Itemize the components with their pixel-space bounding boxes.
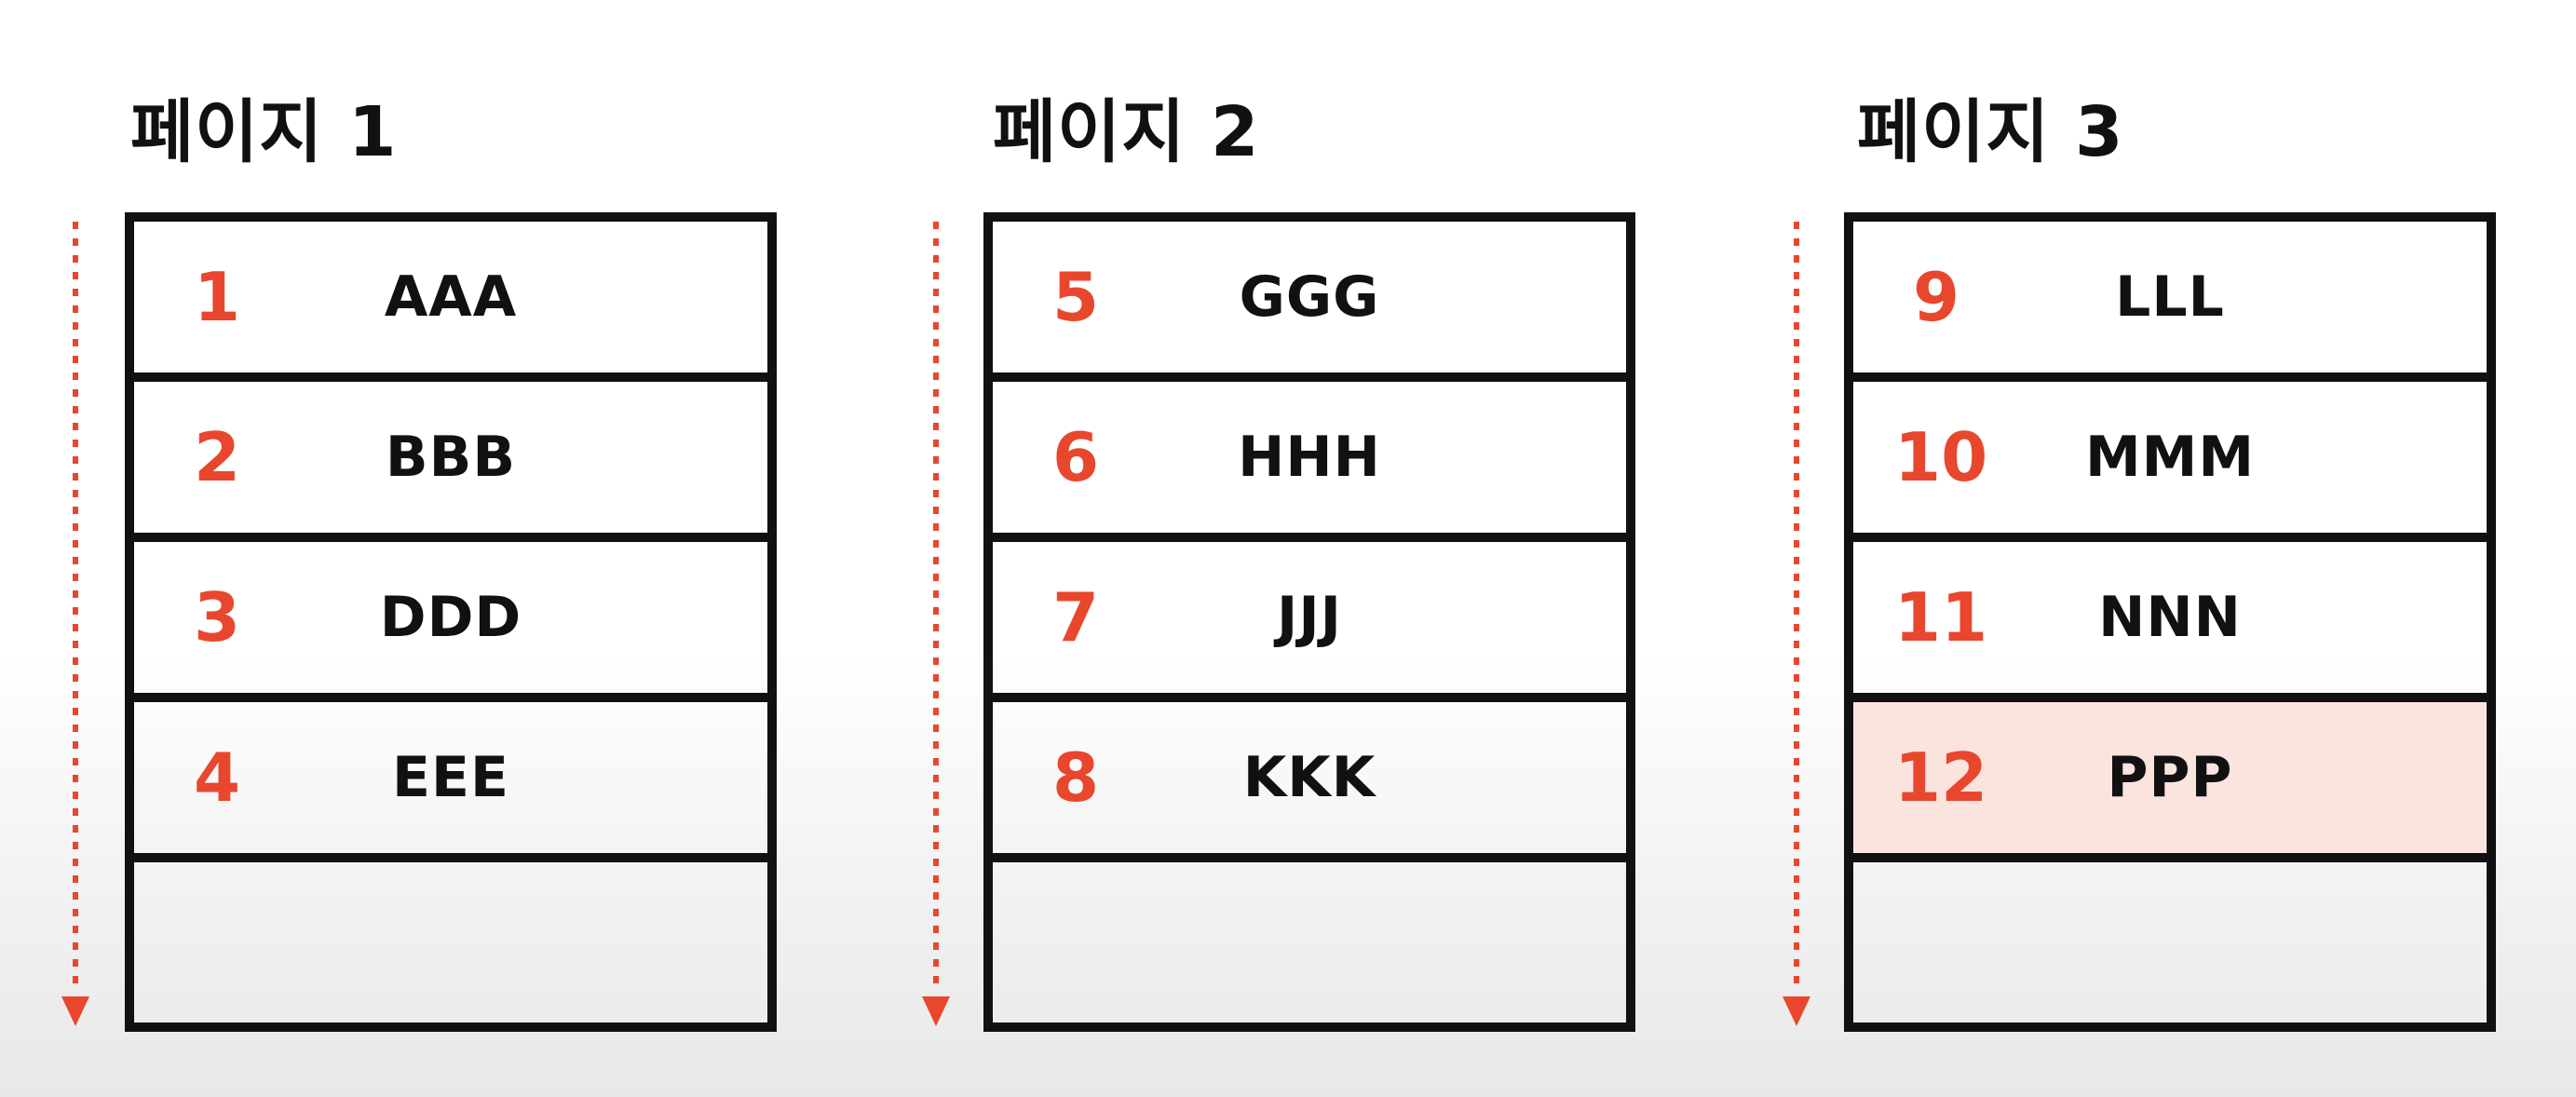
table-row: 8 KKK <box>993 702 1626 862</box>
down-arrow-icon <box>1783 222 1810 1028</box>
table-row: 9 LLL <box>1853 222 2487 382</box>
row-number: 12 <box>1894 738 1988 817</box>
row-number: 3 <box>193 578 241 657</box>
row-value: BBB <box>385 425 517 490</box>
row-number: 7 <box>1051 578 1100 657</box>
page-title: 페이지 1 <box>130 92 398 172</box>
row-number: 8 <box>1051 738 1100 817</box>
row-number <box>1894 862 1978 1013</box>
row-value: LLL <box>2115 264 2225 330</box>
highlighted-row: 12 PPP <box>1853 702 2487 862</box>
row-value: NNN <box>2098 585 2242 650</box>
row-value <box>1151 862 1468 1013</box>
row-number: 1 <box>193 258 241 336</box>
table-row: 6 HHH <box>993 382 1626 542</box>
empty-row <box>134 862 767 1021</box>
row-number: 5 <box>1051 258 1100 336</box>
row-value: EEE <box>392 745 509 810</box>
table-row: 1 AAA <box>134 222 767 382</box>
row-value: JJJ <box>1277 585 1342 650</box>
table-row: 11 NNN <box>1853 542 2487 702</box>
table-row: 3 DDD <box>134 542 767 702</box>
table-row: 2 BBB <box>134 382 767 542</box>
row-value: GGG <box>1239 264 1380 330</box>
row-number: 9 <box>1912 258 1960 336</box>
row-number: 10 <box>1894 418 1988 496</box>
row-number <box>175 862 259 1013</box>
row-number <box>1034 862 1118 1013</box>
row-value <box>292 862 609 1013</box>
row-number: 6 <box>1051 418 1100 496</box>
table-row: 10 MMM <box>1853 382 2487 542</box>
table-row: 5 GGG <box>993 222 1626 382</box>
row-value: AAA <box>384 264 518 330</box>
row-value <box>2012 862 2328 1013</box>
row-number: 11 <box>1894 578 1988 657</box>
down-arrow-icon <box>61 222 89 1028</box>
table-row: 7 JJJ <box>993 542 1626 702</box>
page-title: 페이지 3 <box>1857 92 2124 172</box>
page-title: 페이지 2 <box>993 92 1260 172</box>
empty-row <box>993 862 1626 1021</box>
row-number: 4 <box>193 738 241 817</box>
table-row: 4 EEE <box>134 702 767 862</box>
row-number: 2 <box>193 418 241 496</box>
empty-row <box>1853 862 2487 1021</box>
page-table: 9 LLL 10 MMM 11 NNN 12 PPP <box>1844 212 2496 1032</box>
row-value: HHH <box>1238 425 1381 490</box>
page-table: 1 AAA 2 BBB 3 DDD 4 EEE <box>125 212 777 1032</box>
row-value: PPP <box>2107 745 2233 810</box>
down-arrow-icon <box>922 222 950 1028</box>
page-table: 5 GGG 6 HHH 7 JJJ 8 KKK <box>983 212 1635 1032</box>
row-value: MMM <box>2084 425 2256 490</box>
row-value: DDD <box>379 585 522 650</box>
row-value: KKK <box>1242 745 1376 810</box>
